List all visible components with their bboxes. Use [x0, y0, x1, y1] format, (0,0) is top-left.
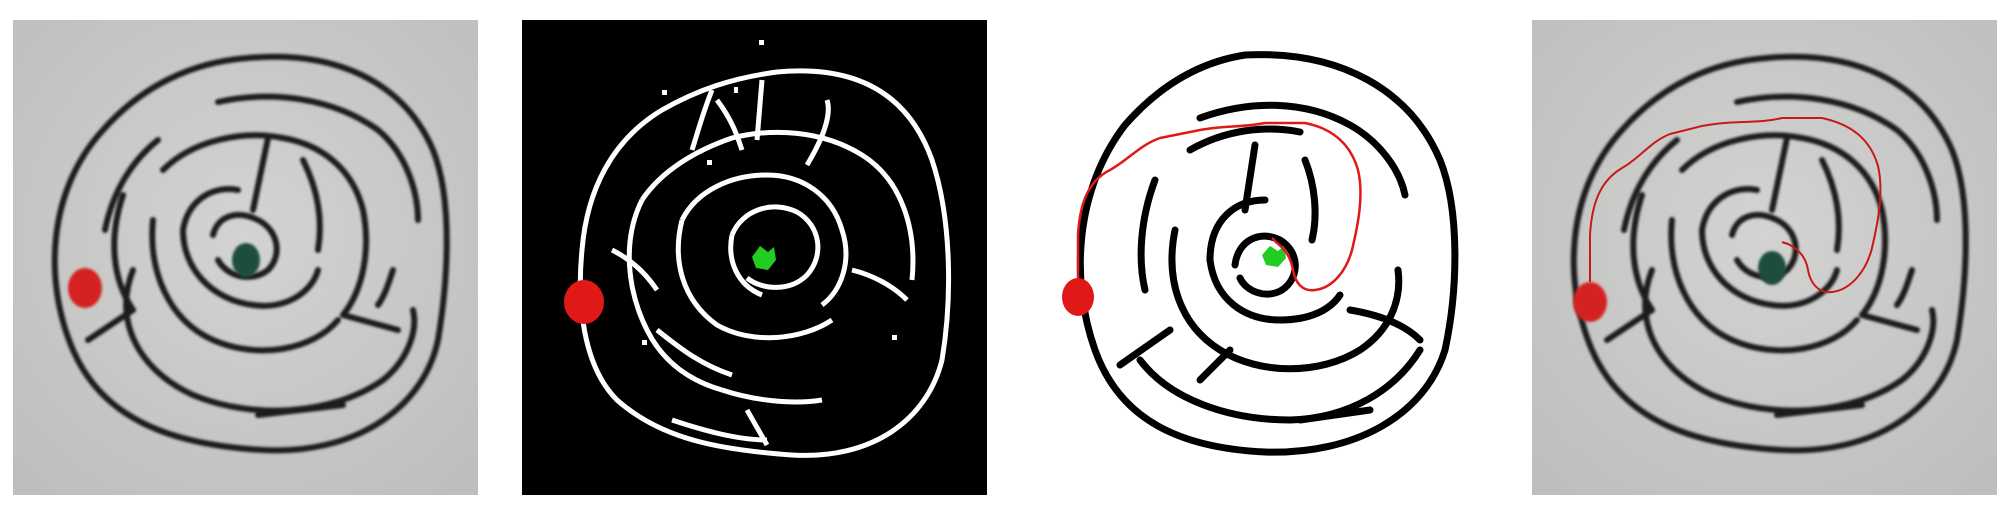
- goal-marker: [232, 243, 260, 277]
- maze-walls: [1570, 53, 1969, 454]
- solved-maze-path: [1050, 20, 1515, 495]
- binary-walls: [577, 68, 952, 458]
- goal-marker: [752, 246, 776, 270]
- binarized-maze: [522, 20, 987, 495]
- goal-marker: [1758, 251, 1786, 285]
- start-marker: [564, 280, 604, 324]
- solution-maze-drawing: [1050, 20, 1515, 495]
- start-marker: [68, 268, 102, 308]
- start-marker: [1062, 278, 1094, 316]
- solution-path: [1589, 117, 1882, 294]
- solution-walls: [1076, 51, 1459, 456]
- maze-walls: [51, 53, 450, 454]
- binary-maze-drawing: [522, 20, 987, 495]
- goal-marker: [1262, 246, 1286, 267]
- maze-photo-drawing: [13, 20, 478, 495]
- start-marker: [1573, 282, 1607, 322]
- solution-path: [1076, 121, 1362, 292]
- original-maze-photo: [13, 20, 478, 495]
- path-overlay-photo: [1532, 20, 1997, 495]
- binary-noise-specks: [642, 40, 897, 345]
- overlay-drawing: [1532, 20, 1997, 495]
